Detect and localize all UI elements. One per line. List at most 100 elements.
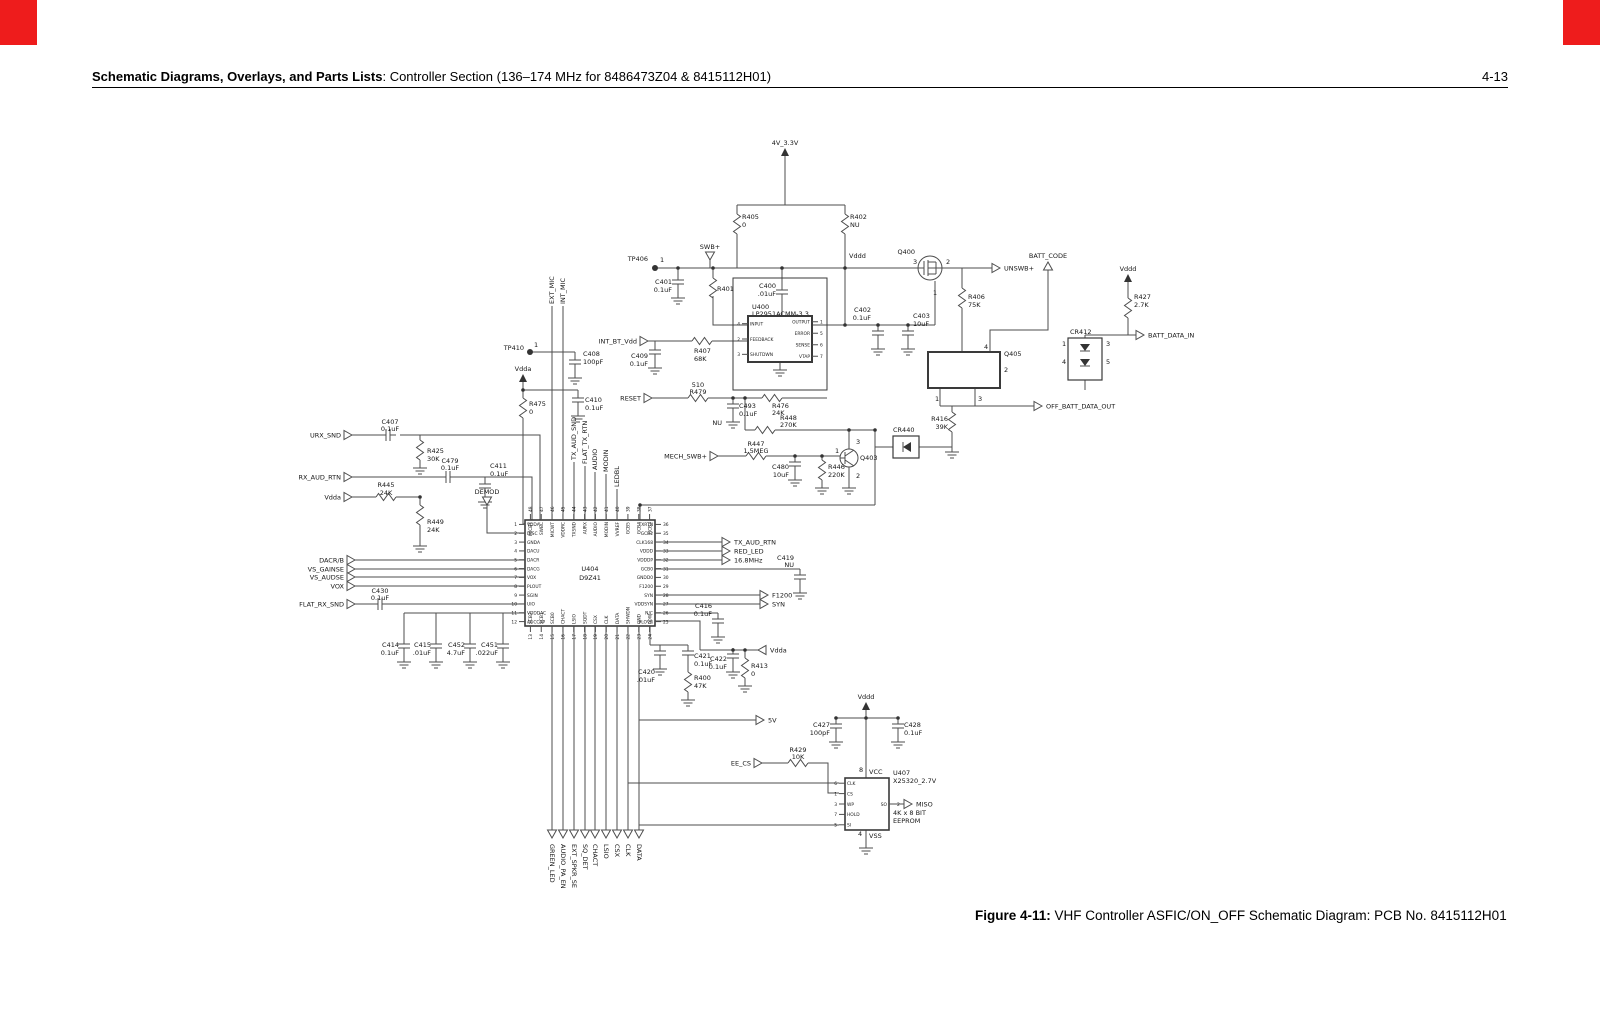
pin-number: 23 bbox=[637, 634, 643, 640]
wire bbox=[486, 505, 525, 534]
component-label: 2.7K bbox=[1134, 301, 1149, 309]
ground-icon bbox=[711, 629, 725, 644]
net-flag-icon bbox=[1135, 329, 1146, 341]
component-label: VSS bbox=[869, 832, 882, 840]
pin-name: CLK bbox=[604, 615, 610, 624]
testpoint-icon bbox=[527, 349, 533, 355]
wire bbox=[808, 762, 839, 794]
resistor-icon bbox=[947, 411, 957, 433]
component-label: AUDIO_PA_EN bbox=[559, 844, 567, 889]
pin-number: 36 bbox=[663, 522, 669, 528]
resistor-icon bbox=[732, 213, 742, 235]
component-label: C415 bbox=[414, 641, 431, 649]
pin-name: DATA bbox=[615, 613, 621, 624]
component-label: MODIN bbox=[602, 449, 610, 472]
power-net-label: Vdda bbox=[515, 365, 532, 373]
junction-dot bbox=[743, 396, 747, 400]
net-flag-icon bbox=[643, 392, 654, 404]
component-label: 3 bbox=[856, 438, 860, 446]
pin-name: MODIN bbox=[604, 522, 610, 537]
pin-number: 14 bbox=[539, 634, 545, 640]
junction-dot bbox=[731, 648, 735, 652]
net-label: F1200 bbox=[772, 592, 792, 600]
capacitor-icon bbox=[892, 718, 904, 734]
pin-name: VDDA bbox=[527, 522, 540, 528]
pin-number: 3 bbox=[514, 540, 517, 546]
pin-number: 13 bbox=[528, 634, 534, 640]
component-label: 100pF bbox=[583, 358, 604, 366]
component-label: C421 bbox=[694, 652, 711, 660]
net-label: VS_GAINSE bbox=[308, 566, 344, 574]
pin-name: HOLD bbox=[847, 812, 860, 818]
ground-icon bbox=[648, 360, 662, 375]
component-label: R449 bbox=[427, 518, 444, 526]
net-label: 16.8MHz bbox=[734, 557, 763, 565]
pin-number: 21 bbox=[615, 634, 621, 640]
component-label: 0.1uF bbox=[709, 663, 727, 671]
component-label: R402 bbox=[850, 213, 867, 221]
component-label: INT_MIC bbox=[559, 277, 567, 304]
resistor-icon bbox=[518, 397, 528, 419]
pin-number: 29 bbox=[663, 584, 669, 590]
component-label: C403 bbox=[913, 312, 930, 320]
junction-dot bbox=[743, 648, 747, 652]
net-label: BATT_DATA_IN bbox=[1148, 332, 1194, 340]
capacitor-icon bbox=[464, 638, 476, 654]
component-label: 3 bbox=[1106, 340, 1110, 348]
figure-caption-bold: Figure 4-11: bbox=[975, 908, 1051, 923]
capacitor-icon bbox=[830, 718, 842, 734]
pin-number: 2 bbox=[737, 337, 740, 343]
net-label: Vdda bbox=[324, 494, 341, 502]
pin-number: 7 bbox=[820, 354, 823, 360]
junction-dot bbox=[906, 323, 910, 327]
ground-icon bbox=[568, 370, 582, 385]
component-label: C480 bbox=[772, 463, 789, 471]
ground-icon bbox=[681, 692, 695, 707]
pin-name: ERROR bbox=[795, 331, 810, 337]
ground-icon bbox=[871, 341, 885, 356]
pin-name: TXRTN bbox=[638, 522, 653, 528]
net-flag-icon bbox=[721, 554, 732, 566]
pin-name: PLOVR bbox=[639, 619, 653, 625]
capacitor-icon bbox=[794, 569, 806, 585]
component-label: 2 bbox=[946, 258, 950, 266]
page-number: 4-13 bbox=[1481, 69, 1508, 84]
junction-dot bbox=[876, 323, 880, 327]
component-label: 10uF bbox=[913, 320, 929, 328]
pin-number: 38 bbox=[637, 506, 643, 512]
component-label: NU bbox=[784, 561, 794, 569]
pin-number: 30 bbox=[663, 575, 669, 581]
ground-icon bbox=[653, 661, 667, 676]
component-label: LP2951ACMM-3.3 bbox=[752, 310, 809, 318]
resistor-icon bbox=[817, 459, 827, 481]
pin-number: 44 bbox=[572, 506, 578, 512]
pin-name: SHWDN bbox=[626, 607, 632, 624]
pin-name: INPUT bbox=[750, 321, 763, 327]
ground-icon bbox=[397, 654, 411, 669]
component-label: R445 bbox=[378, 481, 395, 489]
component-label: CSX bbox=[613, 844, 621, 858]
pin-name: VDDDP bbox=[637, 558, 653, 564]
component-label: CR440 bbox=[893, 426, 914, 434]
net-label: RESET bbox=[620, 395, 641, 403]
capacitor-icon bbox=[398, 638, 410, 654]
net-label: RX_AUD_RTN bbox=[298, 474, 341, 482]
component-label: EXT_MIC bbox=[548, 276, 556, 304]
net-label: DACR/B bbox=[319, 557, 344, 565]
component-label: R427 bbox=[1134, 293, 1151, 301]
ground-icon bbox=[726, 664, 740, 679]
capacitor-icon bbox=[572, 392, 584, 408]
pin-name: VDDSYN bbox=[634, 602, 653, 608]
component-label: R448 bbox=[780, 414, 797, 422]
pin-number: 1 bbox=[514, 522, 517, 528]
component-label: 3 bbox=[913, 258, 917, 266]
pin-name: GND bbox=[637, 613, 643, 624]
component-label: C493 bbox=[739, 402, 756, 410]
net-flag-icon bbox=[704, 251, 716, 262]
component-label: R479 bbox=[690, 388, 707, 396]
pin-number: 1 bbox=[834, 791, 837, 797]
component-label: 100pF bbox=[810, 729, 831, 737]
component-label: C451 bbox=[481, 641, 498, 649]
pin-name: VDDD bbox=[640, 549, 654, 555]
net-flag-icon bbox=[1042, 260, 1054, 271]
